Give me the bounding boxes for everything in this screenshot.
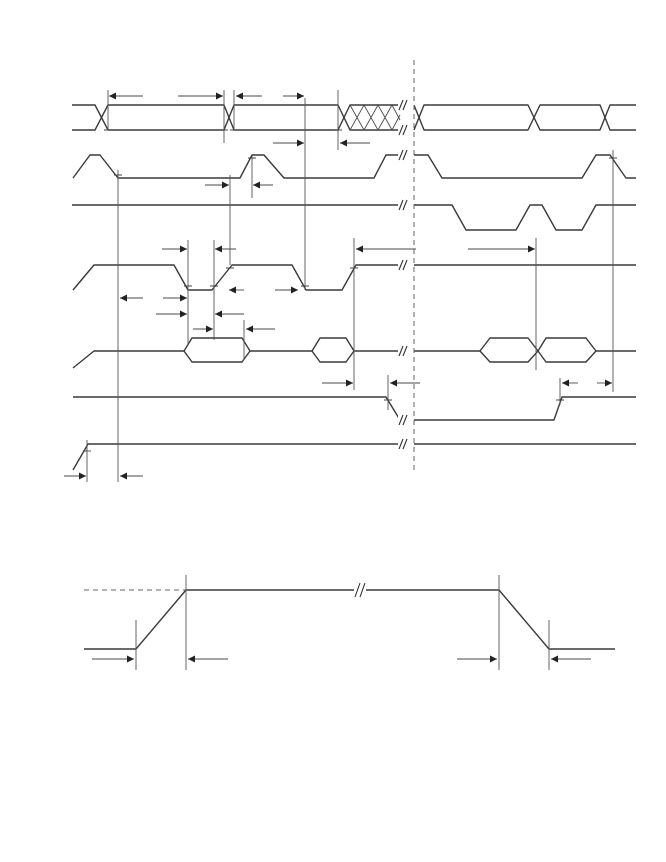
level-waveform bbox=[72, 204, 636, 231]
bus-waveform bbox=[72, 104, 636, 131]
ramp-reference-lines bbox=[135, 575, 550, 670]
enable-waveform bbox=[72, 443, 636, 471]
strobe-waveform bbox=[72, 264, 636, 291]
data-waveform bbox=[72, 337, 636, 369]
timing-dimension-arrows bbox=[64, 92, 612, 480]
ramp-waveform bbox=[84, 589, 615, 650]
transition-ticks bbox=[83, 129, 617, 452]
time-break-markers bbox=[398, 98, 408, 451]
select-waveform bbox=[73, 396, 636, 421]
ramp-time-break bbox=[354, 582, 366, 598]
reference-lines bbox=[86, 90, 614, 482]
clock-waveform bbox=[72, 154, 636, 179]
